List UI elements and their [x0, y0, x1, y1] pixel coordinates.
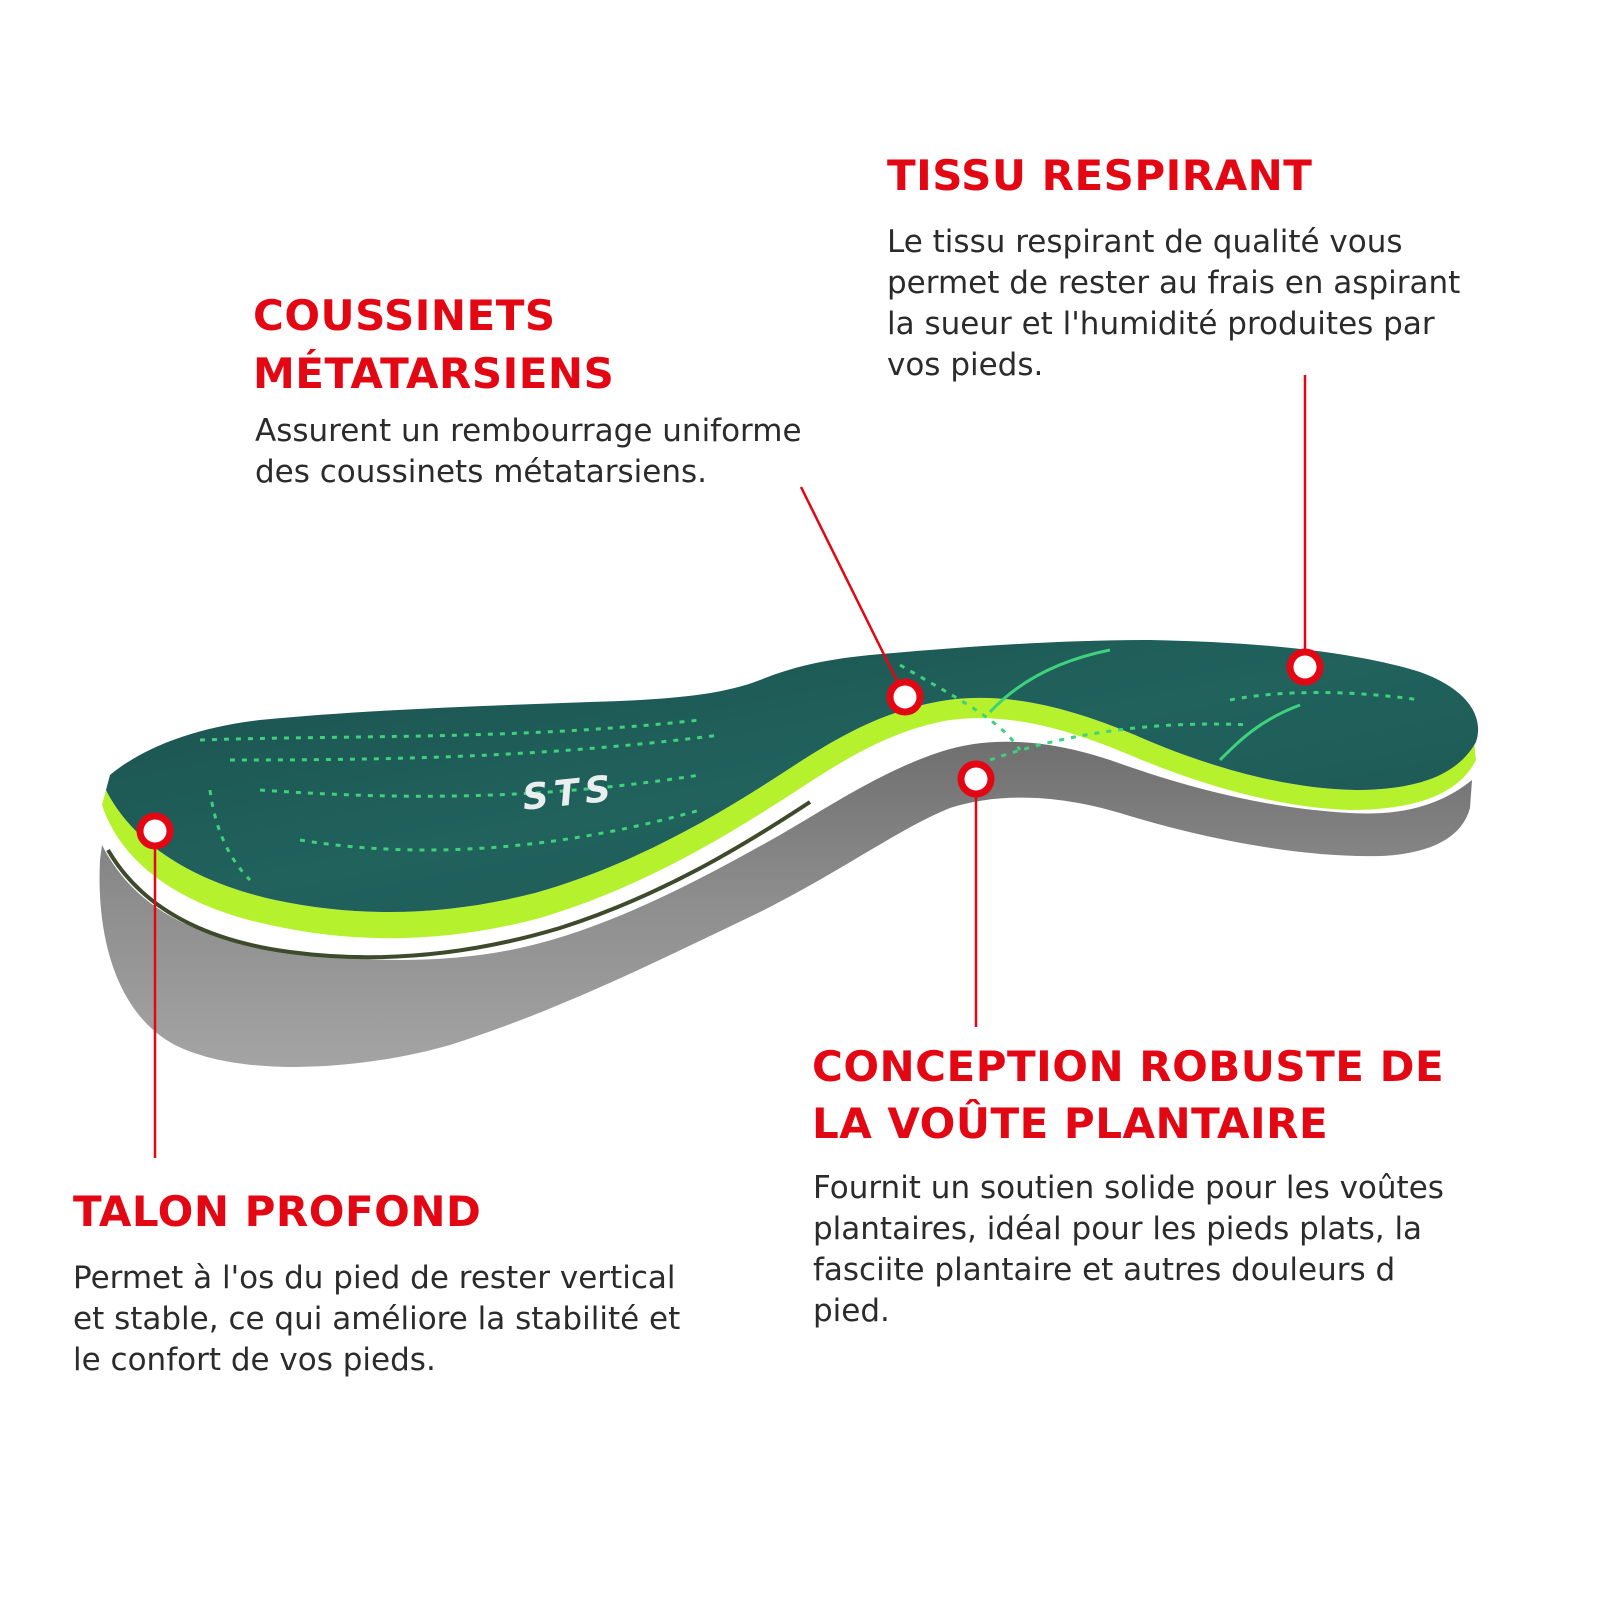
- callout-lines: [153, 375, 1307, 1158]
- fabric-pattern: [199, 648, 1421, 882]
- insole-foam-layer: [102, 697, 1476, 939]
- callout-markers: [136, 648, 1324, 850]
- coussinets-marker: [886, 678, 924, 716]
- conception-title-line-2: LA VOÛTE PLANTAIRE: [812, 1099, 1329, 1148]
- talon-desc-line-2: et stable, ce qui améliore la stabilité …: [73, 1301, 681, 1337]
- conception-desc-line-4: pied.: [813, 1293, 890, 1329]
- tissu-desc-line-3: la sueur et l'humidité produites par: [887, 306, 1435, 342]
- tissu-title: TISSU RESPIRANT: [887, 151, 1313, 200]
- conception-desc-line-1: Fournit un soutien solide pour les voûte…: [813, 1170, 1444, 1206]
- talon-title: TALON PROFOND: [73, 1187, 482, 1236]
- talon-marker: [136, 812, 174, 850]
- coussinets-desc-line-1: Assurent un rembourrage uniforme: [255, 413, 802, 449]
- talon-desc-line-3: le confort de vos pieds.: [73, 1342, 436, 1378]
- tissu-desc-line-1: Le tissu respirant de qualité vous: [887, 224, 1403, 260]
- coussinets-desc-line-2: des coussinets métatarsiens.: [255, 454, 708, 490]
- conception-title-line-1: CONCEPTION ROBUSTE DE: [812, 1042, 1445, 1091]
- tissu-desc-line-2: permet de rester au frais en aspirant: [887, 265, 1461, 301]
- conception-desc-line-2: plantaires, idéal pour les pieds plats, …: [813, 1211, 1423, 1247]
- conception-marker: [957, 760, 995, 798]
- conception-desc-line-3: fasciite plantaire et autres douleurs d: [813, 1252, 1396, 1288]
- tissu-desc-line-4: vos pieds.: [887, 347, 1044, 383]
- insole-fabric-top: [106, 640, 1479, 913]
- coussinets-leader-line: [799, 486, 907, 698]
- insole-foam-edge: [106, 800, 812, 960]
- tissu-marker: [1286, 648, 1324, 686]
- insole-base: [99, 741, 1472, 1067]
- talon-desc-line-1: Permet à l'os du pied de rester vertical: [73, 1260, 676, 1296]
- coussinets-title-line-1: COUSSINETS: [253, 291, 556, 340]
- coussinets-title-line-2: MÉTATARSIENS: [253, 349, 615, 398]
- brand-logo-text: STS: [521, 768, 619, 819]
